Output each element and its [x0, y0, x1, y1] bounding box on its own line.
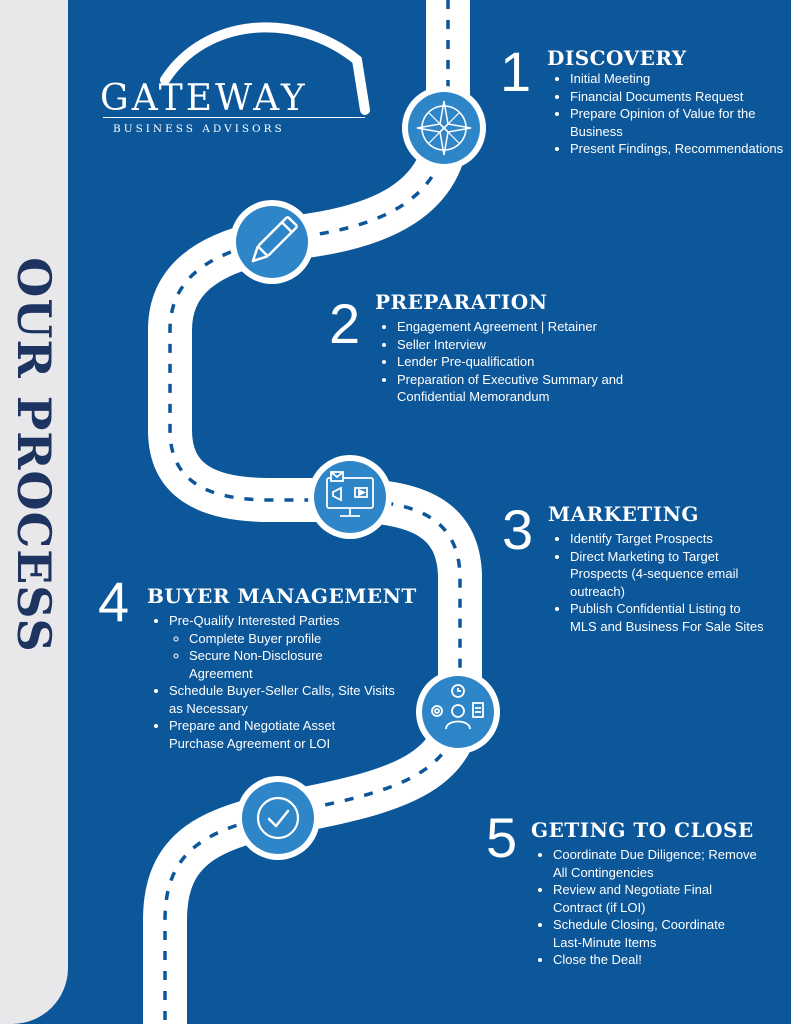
list-item: Present Findings, Recommendations	[570, 140, 791, 158]
step-2-list: Engagement Agreement | Retainer Seller I…	[381, 318, 657, 406]
step-1-title: DISCOVERY	[547, 46, 687, 70]
step-5-list: Coordinate Due Diligence; Remove All Con…	[537, 846, 763, 969]
sub-list-item: Secure Non-Disclosure Agreement	[189, 647, 339, 682]
list-item: Identify Target Prospects	[570, 530, 770, 548]
list-item-text: Pre-Qualify Interested Parties	[169, 613, 340, 628]
list-item: Financial Documents Request	[570, 88, 791, 106]
step-3-number: 3	[502, 498, 534, 561]
step-1-list: Initial Meeting Financial Documents Requ…	[554, 70, 791, 158]
sub-list-item: Complete Buyer profile	[189, 630, 409, 648]
list-item: Engagement Agreement | Retainer	[397, 318, 657, 336]
logo-wordmark: GATEWAY	[100, 78, 308, 119]
step-3-title: MARKETING	[548, 502, 700, 526]
checkmark-icon	[236, 776, 320, 860]
sidebar-panel	[0, 0, 68, 1024]
list-item: Coordinate Due Diligence; Remove All Con…	[553, 846, 763, 881]
list-item: Schedule Closing, Coordinate Last-Minute…	[553, 916, 733, 951]
list-item: Lender Pre-qualification	[397, 353, 657, 371]
step-3-list: Identify Target Prospects Direct Marketi…	[554, 530, 770, 635]
pencil-icon	[230, 200, 314, 284]
list-item: Seller Interview	[397, 336, 657, 354]
compass-icon	[402, 86, 486, 170]
logo-divider	[103, 117, 365, 118]
list-item: Prepare Opinion of Value for the Busines…	[570, 105, 791, 140]
list-item: Initial Meeting	[570, 70, 791, 88]
list-item: Publish Confidential Listing to MLS and …	[570, 600, 770, 635]
list-item: Schedule Buyer-Seller Calls, Site Visits…	[169, 682, 409, 717]
list-item: Pre-Qualify Interested Parties Complete …	[169, 612, 409, 682]
step-2-title: PREPARATION	[375, 290, 548, 314]
list-item: Preparation of Executive Summary and Con…	[397, 371, 657, 406]
step-1-number: 1	[500, 40, 532, 103]
gateway-arch-logo-icon	[160, 22, 370, 115]
sidebar: OUR PROCESS	[0, 0, 68, 1024]
logo-tagline: BUSINESS ADVISORS	[113, 123, 285, 135]
step-5-number: 5	[486, 806, 518, 869]
step-2-number: 2	[329, 292, 361, 355]
step-4-number: 4	[98, 570, 130, 633]
step-4-title: BUYER MANAGEMENT	[147, 584, 417, 608]
step-5-title: GETING TO CLOSE	[531, 818, 754, 842]
sub-list: Complete Buyer profile Secure Non-Disclo…	[169, 630, 409, 683]
list-item: Prepare and Negotiate Asset Purchase Agr…	[169, 717, 369, 752]
step-4-list: Pre-Qualify Interested Parties Complete …	[153, 612, 409, 752]
list-item: Close the Deal!	[553, 951, 763, 969]
list-item: Review and Negotiate Final Contract (if …	[553, 881, 763, 916]
digital-marketing-icon	[308, 455, 392, 539]
person-management-icon	[416, 670, 500, 754]
list-item: Direct Marketing to Target Prospects (4-…	[570, 548, 770, 601]
